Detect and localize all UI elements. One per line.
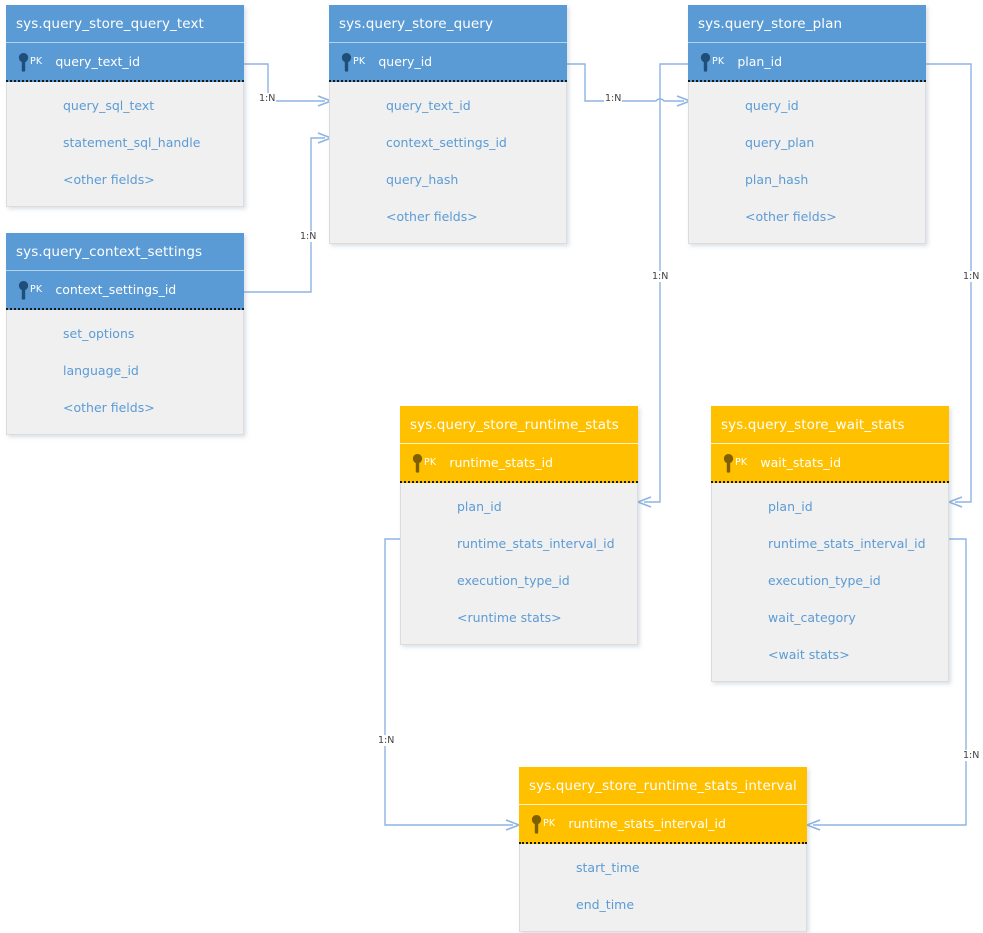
relationship-label-rel-interval-runtime: 1:N — [377, 735, 396, 746]
relationship-label-rel-text-query: 1:N — [258, 93, 277, 104]
entity-field: plan_id — [768, 499, 813, 514]
relationship-label-rel-plan-wait: 1:N — [962, 271, 981, 282]
connector-plan-to-runtime-stats — [637, 63, 688, 508]
entity-field: end_time — [576, 897, 635, 912]
entity-field: plan_id — [457, 499, 502, 514]
entity-field: language_id — [63, 363, 139, 378]
entity-query_store_plan[interactable]: sys.query_store_plan PK plan_id query_id… — [688, 5, 926, 244]
entity-field: set_options — [63, 326, 135, 341]
entity-title: sys.query_store_runtime_stats — [400, 406, 638, 444]
entity-field: <other fields> — [745, 209, 837, 224]
primary-key-name: context_settings_id — [55, 282, 177, 297]
entity-field: context_settings_id — [386, 135, 507, 150]
entity-title: sys.query_context_settings — [6, 233, 244, 271]
entity-title: sys.query_store_runtime_stats_interval — [519, 767, 807, 805]
entity-query_store_runtime_stats[interactable]: sys.query_store_runtime_stats PK runtime… — [400, 406, 638, 645]
entity-field: <other fields> — [63, 400, 155, 415]
pk-tag: PK — [735, 457, 748, 468]
entity-primary-key-row: PK query_id — [329, 43, 567, 82]
entity-field: <other fields> — [63, 172, 155, 187]
entity-field: query_text_id — [386, 98, 471, 113]
entity-field: runtime_stats_interval_id — [768, 536, 926, 551]
pk-tag: PK — [543, 818, 556, 829]
entity-field: start_time — [576, 860, 640, 875]
entity-query_store_query_text[interactable]: sys.query_store_query_text PK query_text… — [6, 5, 244, 207]
pk-tag: PK — [353, 56, 366, 67]
key-icon — [531, 814, 542, 834]
entity-field-list: set_options language_id <other fields> — [6, 310, 244, 435]
primary-key-name: plan_id — [737, 54, 783, 69]
primary-key-name: runtime_stats_id — [449, 455, 553, 470]
connector-context-to-query — [244, 132, 332, 293]
entity-query_store_runtime_stats_interval[interactable]: sys.query_store_runtime_stats_interval P… — [519, 767, 807, 932]
entity-field: plan_hash — [745, 172, 809, 187]
entity-primary-key-row: PK plan_id — [688, 43, 926, 82]
entity-field: execution_type_id — [768, 573, 881, 588]
entity-title: sys.query_store_wait_stats — [711, 406, 949, 444]
relationship-label-rel-plan-runtime: 1:N — [651, 271, 670, 282]
pk-tag: PK — [712, 56, 725, 67]
primary-key-name: query_id — [378, 54, 433, 69]
entity-field: <wait stats> — [768, 647, 850, 662]
relationship-label-rel-interval-wait: 1:N — [962, 750, 981, 761]
entity-query_store_query[interactable]: sys.query_store_query PK query_id query_… — [329, 5, 567, 244]
entity-field: query_sql_text — [63, 98, 155, 113]
entity-title: sys.query_store_query_text — [6, 5, 244, 43]
primary-key-name: query_text_id — [55, 54, 141, 69]
key-icon — [341, 52, 352, 72]
entity-title: sys.query_store_query — [329, 5, 567, 43]
entity-field: query_hash — [386, 172, 459, 187]
primary-key-name: wait_stats_id — [760, 455, 842, 470]
entity-field-list: query_sql_text statement_sql_handle <other… — [6, 82, 244, 207]
entity-query_context_settings[interactable]: sys.query_context_settings PK context_se… — [6, 233, 244, 435]
pk-tag: PK — [30, 56, 43, 67]
entity-field: statement_sql_handle — [63, 135, 201, 150]
connector-query-to-plan — [567, 63, 691, 107]
entity-primary-key-row: PK query_text_id — [6, 43, 244, 82]
entity-field: <runtime stats> — [457, 610, 562, 625]
pk-tag: PK — [424, 457, 437, 468]
relationship-label-rel-query-plan: 1:N — [604, 93, 623, 104]
entity-field-list: plan_id runtime_stats_interval_id executio… — [400, 483, 638, 645]
primary-key-name: runtime_stats_interval_id — [568, 816, 726, 831]
relationship-label-rel-context-query: 1:N — [299, 231, 318, 242]
key-icon — [18, 52, 29, 72]
entity-field: execution_type_id — [457, 573, 570, 588]
key-icon — [412, 453, 423, 473]
entity-field: <other fields> — [386, 209, 478, 224]
entity-primary-key-row: PK runtime_stats_id — [400, 444, 638, 483]
entity-query_store_wait_stats[interactable]: sys.query_store_wait_stats PK wait_stats… — [711, 406, 949, 682]
entity-primary-key-row: PK context_settings_id — [6, 271, 244, 310]
entity-field-list: query_text_id context_settings_id query_ha… — [329, 82, 567, 244]
key-icon — [18, 280, 29, 300]
entity-field-list: query_id query_plan plan_hash <other fields… — [688, 82, 926, 244]
pk-tag: PK — [30, 284, 43, 295]
key-icon — [723, 453, 734, 473]
entity-field: query_id — [745, 98, 799, 113]
entity-title: sys.query_store_plan — [688, 5, 926, 43]
entity-field: runtime_stats_interval_id — [457, 536, 615, 551]
entity-field: wait_category — [768, 610, 856, 625]
entity-primary-key-row: PK wait_stats_id — [711, 444, 949, 483]
entity-field-list: plan_id runtime_stats_interval_id executio… — [711, 483, 949, 682]
entity-field: query_plan — [745, 135, 815, 150]
key-icon — [700, 52, 711, 72]
entity-primary-key-row: PK runtime_stats_interval_id — [519, 805, 807, 844]
entity-field-list: start_time end_time — [519, 844, 807, 932]
